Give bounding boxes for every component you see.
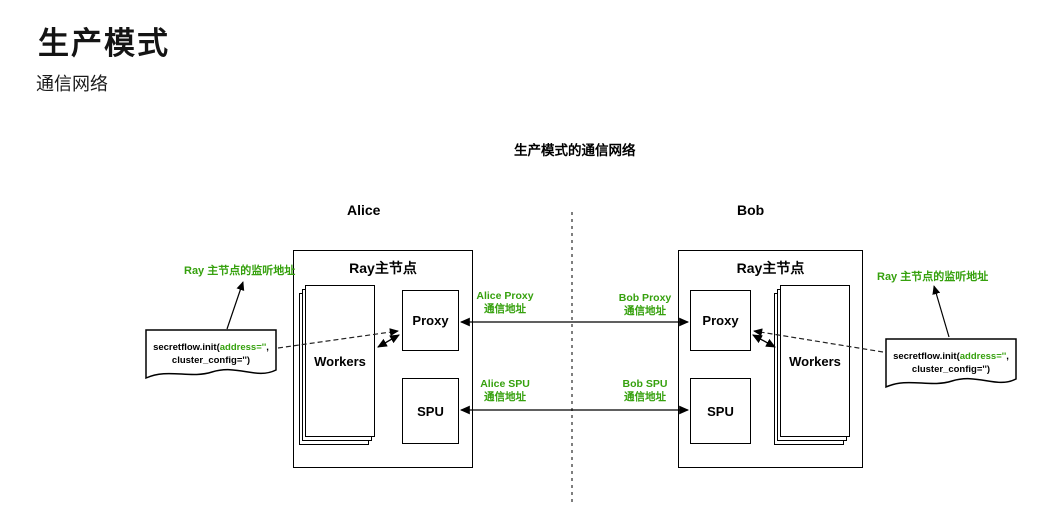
bob-spu-box: SPU — [690, 378, 751, 444]
alice-proxy-address-line2: 通信地址 — [484, 303, 526, 315]
bob-init-code-line2: cluster_config='') — [911, 364, 991, 375]
alice-spu-label: SPU — [417, 403, 444, 419]
bob-proxy-address-line2: 通信地址 — [624, 305, 666, 317]
bob-spu-address-line2: 通信地址 — [624, 391, 666, 403]
document-shape — [145, 329, 277, 380]
alice-doc-to-listen-arrow — [226, 281, 245, 330]
bob-listen-address-label: Ray 主节点的监听地址 — [877, 271, 989, 283]
alice-spu-address-line1: Alice SPU — [480, 378, 530, 390]
bob-proxy-address-label: Bob Proxy 通信地址 — [616, 292, 674, 318]
bob-spu-address-label: Bob SPU 通信地址 — [616, 378, 674, 404]
page-title: 生产模式 — [38, 26, 170, 61]
code-address: address='' — [959, 351, 1007, 362]
alice-spu-box: SPU — [402, 378, 459, 444]
alice-workers-label: Workers — [314, 353, 366, 369]
bob-doc-to-listen-arrow — [932, 285, 950, 338]
alice-init-code-line1: secretflow.init(address='', — [147, 341, 275, 354]
page-subtitle: 通信网络 — [36, 74, 108, 94]
code-prefix: secretflow.init( — [153, 342, 220, 353]
alice-proxy-label: Proxy — [412, 313, 449, 328]
alice-init-code-line2: cluster_config='') — [171, 355, 251, 366]
alice-ray-node-title: Ray主节点 — [349, 260, 417, 276]
bob-proxy-address-line1: Bob Proxy — [618, 292, 672, 304]
alice-workers-stack: Workers — [299, 285, 377, 447]
alice-proxy-address-line1: Alice Proxy — [476, 290, 534, 302]
bob-init-code-line1: secretflow.init(address='', — [887, 350, 1015, 363]
code-comma: , — [266, 342, 269, 353]
bob-proxy-label: Proxy — [702, 313, 739, 328]
bob-workers-stack: Workers — [774, 285, 852, 447]
code-prefix: secretflow.init( — [893, 351, 960, 362]
alice-listen-address-label: Ray 主节点的监听地址 — [184, 265, 296, 277]
bob-proxy-box: Proxy — [690, 290, 751, 351]
code-comma: , — [1006, 351, 1009, 362]
bob-ray-node-title: Ray主节点 — [736, 260, 805, 276]
worker-sheet-front: Workers — [780, 285, 850, 437]
bob-spu-label: SPU — [707, 403, 734, 419]
bob-workers-label: Workers — [789, 353, 841, 369]
diagram-title: 生产模式的通信网络 — [514, 143, 636, 158]
alice-spu-address-line2: 通信地址 — [484, 391, 526, 403]
document-shape — [885, 338, 1017, 389]
alice-init-code-doc: secretflow.init(address='', cluster_conf… — [144, 328, 278, 392]
bob-party-label: Bob — [737, 202, 765, 218]
bob-init-code-doc: secretflow.init(address='', cluster_conf… — [884, 337, 1018, 401]
alice-proxy-box: Proxy — [402, 290, 459, 351]
alice-init-code: secretflow.init(address='', cluster_conf… — [147, 341, 275, 367]
alice-proxy-address-label: Alice Proxy 通信地址 — [476, 290, 534, 316]
bob-spu-address-line1: Bob SPU — [622, 378, 668, 390]
alice-party-label: Alice — [347, 202, 381, 218]
bob-init-code: secretflow.init(address='', cluster_conf… — [887, 350, 1015, 376]
code-address: address='' — [219, 342, 267, 353]
worker-sheet-front: Workers — [305, 285, 375, 437]
alice-spu-address-label: Alice SPU 通信地址 — [476, 378, 534, 404]
